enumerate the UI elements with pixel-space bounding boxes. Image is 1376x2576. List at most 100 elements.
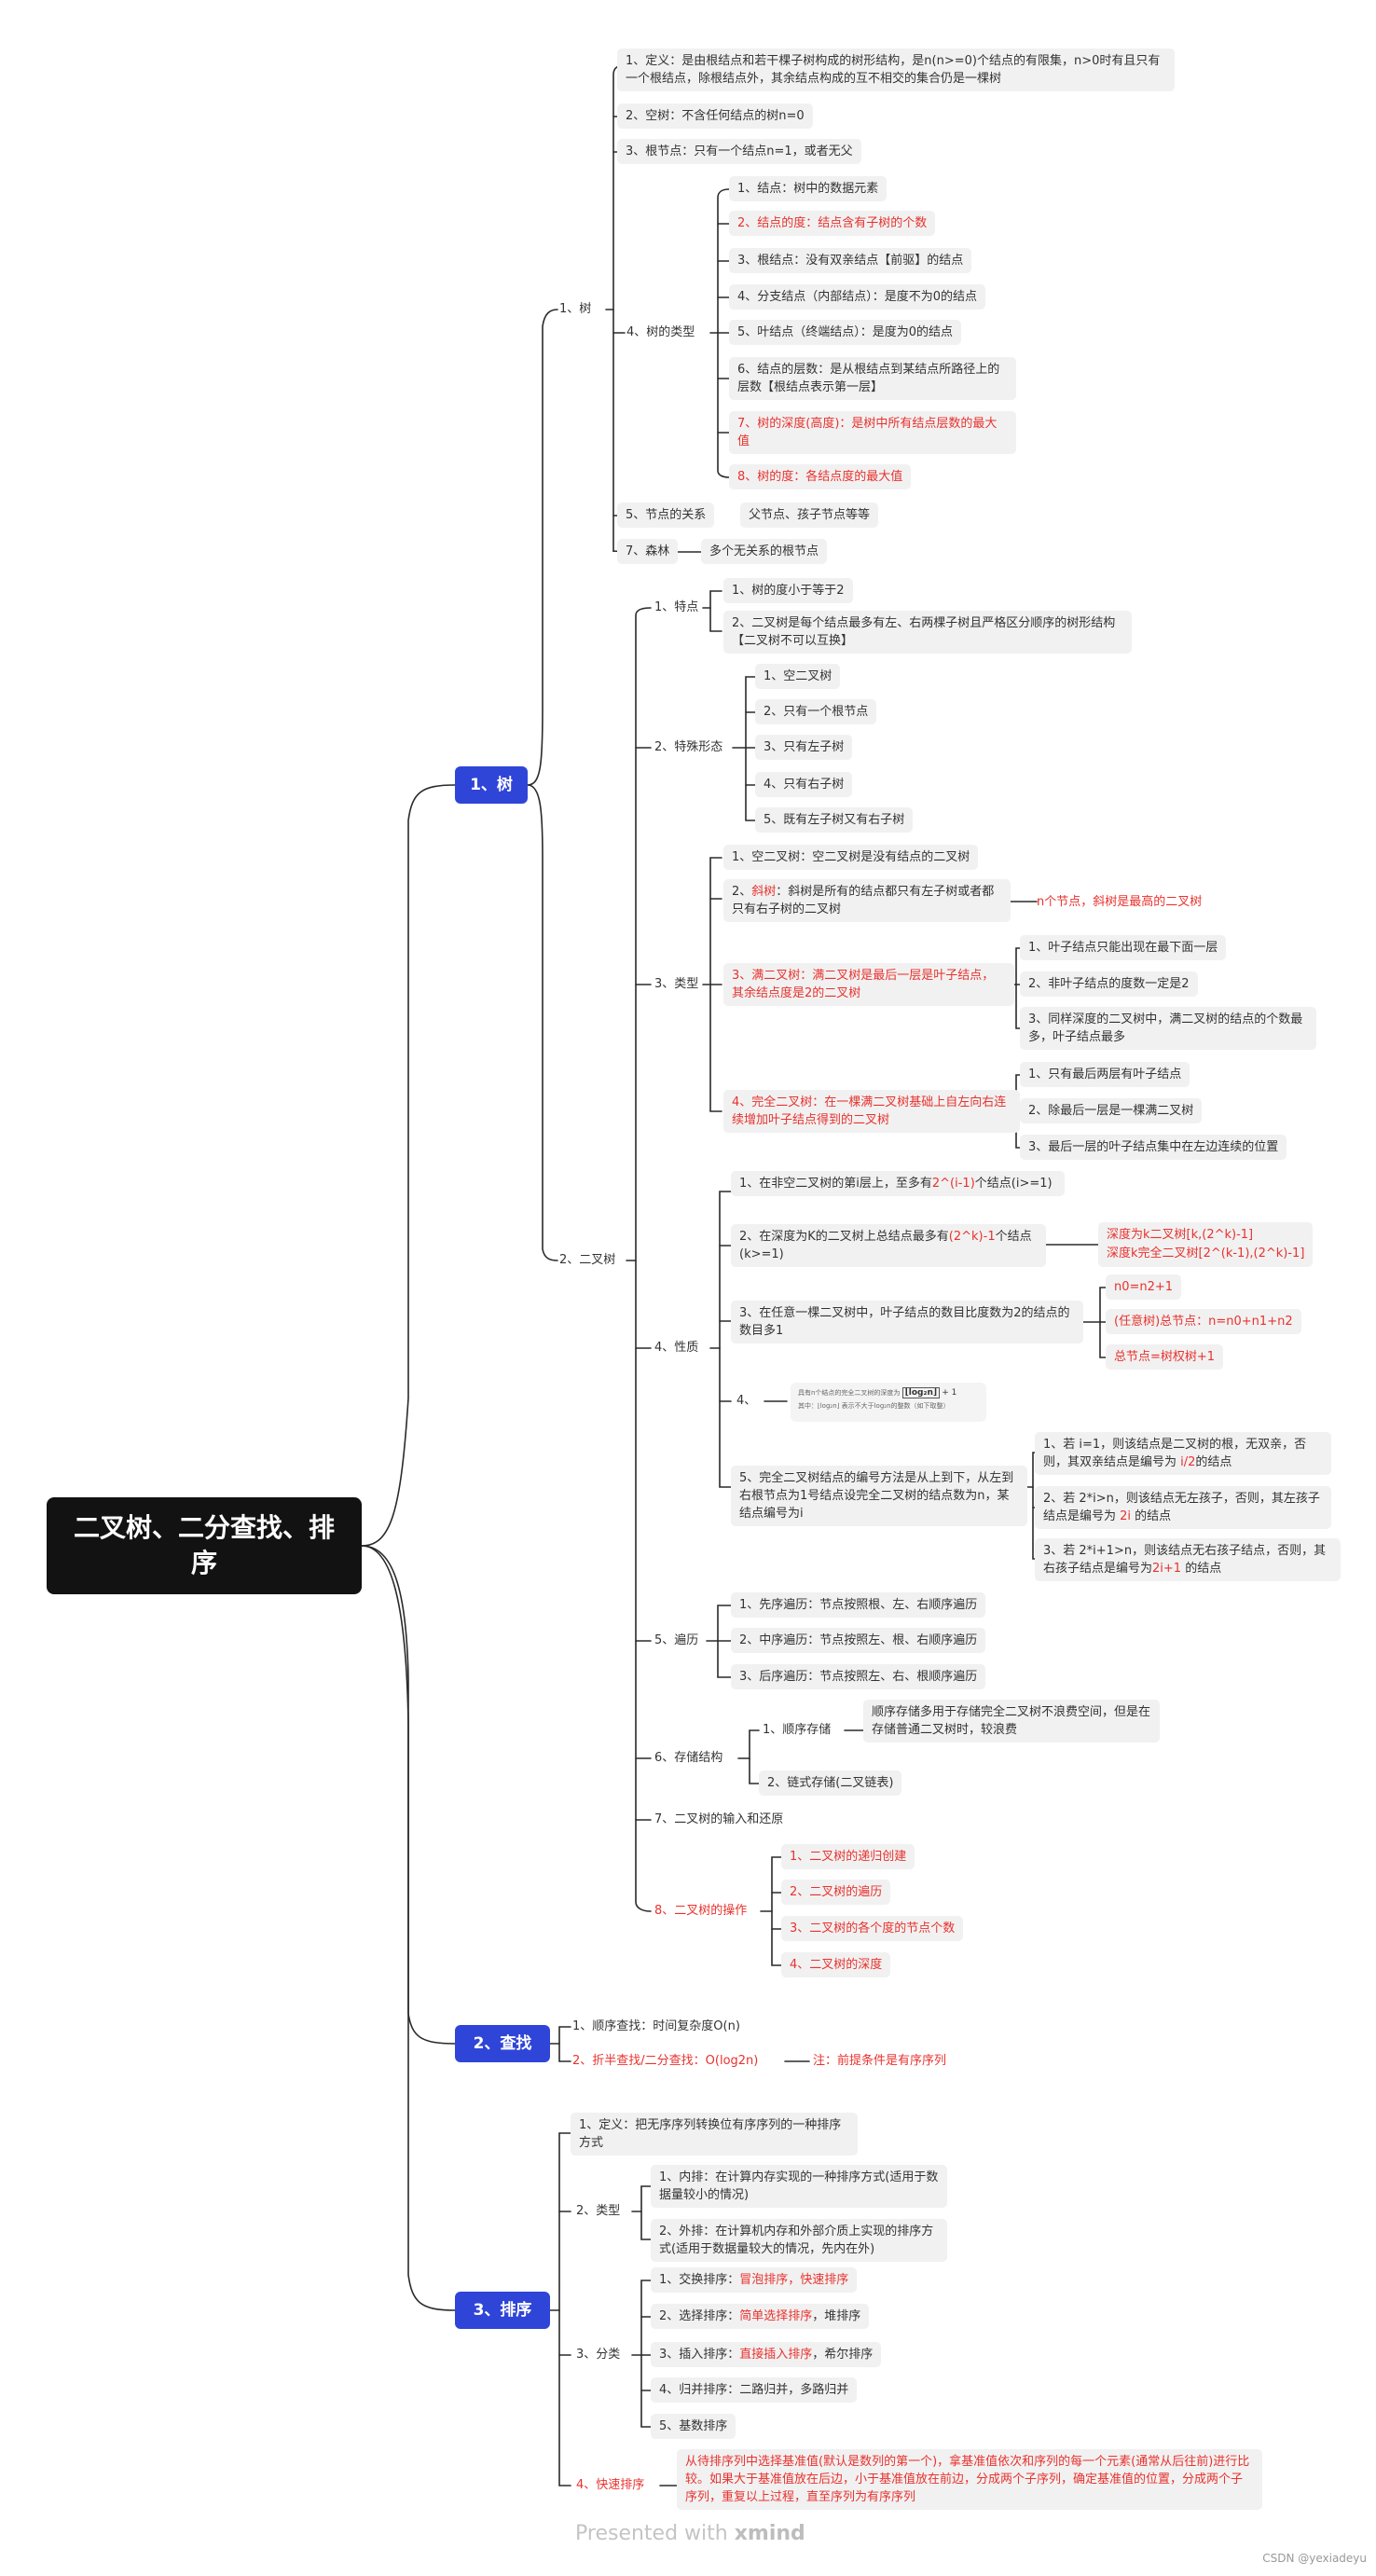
text-prefix: 1、在非空二叉树的第i层上，至多有 <box>739 1177 932 1191</box>
node-full-2[interactable]: 2、非叶子结点的度数一定是2 <box>1020 971 1198 997</box>
node-bt-type-1[interactable]: 1、空二叉树：空二叉树是没有结点的二叉树 <box>723 845 979 870</box>
node-prop-5[interactable]: 5、完全二叉树结点的编号方法是从上到下，从左到右根节点为1号结点设完全二叉树的结… <box>731 1466 1027 1526</box>
node-search-seq[interactable]: 1、顺序查找：时间复杂度O(n) <box>572 2019 740 2033</box>
node-tree-relation-note[interactable]: 父节点、孩子节点等等 <box>740 503 879 528</box>
node-storage-linked[interactable]: 2、链式存储(二叉链表) <box>759 1770 902 1796</box>
node-bt-special-5[interactable]: 5、既有左子树又有右子树 <box>755 807 914 833</box>
topic-tree[interactable]: 1、树 <box>455 766 528 804</box>
node-full-3[interactable]: 3、同样深度的二叉树中，满二叉树的结点的个数最多，叶子结点最多 <box>1020 1007 1316 1050</box>
text-rest: 个结点(k>=1) <box>739 1230 1032 1261</box>
node-tree-relation[interactable]: 5、节点的关系 <box>617 503 715 528</box>
node-prop-3-b[interactable]: (任意树)总节点：n=n0+n1+n2 <box>1106 1309 1301 1334</box>
node-sort-class-1[interactable]: 1、交换排序：冒泡排序，快速排序 <box>651 2267 858 2293</box>
node-bt-type-2-note[interactable]: n个节点，斜树是最高的二叉树 <box>1037 895 1203 909</box>
node-tree-def[interactable]: 1、定义：是由根结点和若干棵子树构成的树形结构，是n(n>=0)个结点的有限集，… <box>617 48 1175 91</box>
node-prop-5-2[interactable]: 2、若 2*i>n，则该结点无左孩子，否则，其左孩子结点是编号为 2i 的结点 <box>1035 1486 1331 1529</box>
node-quick-sort-desc[interactable]: 从待排序列中选择基准值(默认是数列的第一个)，拿基准值依次和序列的每一个元素(通… <box>677 2449 1262 2510</box>
node-prop-1[interactable]: 1、在非空二叉树的第i层上，至多有2^(i-1)个结点(i>=1) <box>731 1171 1065 1196</box>
watermark-text: Presented with <box>575 2522 735 2545</box>
node-bt-special-3[interactable]: 3、只有左子树 <box>755 735 853 760</box>
node-prop-3[interactable]: 3、在任意一棵二叉树中，叶子结点的数目比度数为2的结点的数目多1 <box>731 1301 1083 1343</box>
node-ops-2[interactable]: 2、二叉树的遍历 <box>781 1880 891 1905</box>
node-bt-special-4[interactable]: 4、只有右子树 <box>755 772 853 797</box>
node-storage-seq[interactable]: 1、顺序存储 <box>763 1723 832 1737</box>
node-tree-root[interactable]: 3、根节点：只有一个结点n=1，或者无父 <box>617 139 861 164</box>
node-tree-type-8[interactable]: 8、树的度：各结点度的最大值 <box>729 464 912 489</box>
node-forest[interactable]: 7、森林 <box>617 539 679 564</box>
node-bt-properties[interactable]: 4、性质 <box>654 1341 699 1355</box>
node-bt-traversal[interactable]: 5、遍历 <box>654 1633 699 1647</box>
node-bt-feature-1[interactable]: 1、树的度小于等于2 <box>723 578 853 603</box>
node-tree-type-2[interactable]: 2、结点的度：结点含有子树的个数 <box>729 211 936 236</box>
node-tree-type-3[interactable]: 3、根结点：没有双亲结点【前驱】的结点 <box>729 248 972 273</box>
node-bt-types[interactable]: 3、类型 <box>654 977 699 991</box>
text-red: 2^(i-1) <box>931 1177 975 1191</box>
text-red: (2^k)-1 <box>948 1230 996 1244</box>
node-tree-type-7[interactable]: 7、树的深度(高度)：是树中所有结点层数的最大值 <box>729 411 1016 454</box>
node-tree-type-6[interactable]: 6、结点的层数：是从根结点到某结点所路径上的层数【根结点表示第一层】 <box>729 357 1016 400</box>
node-tree-basic[interactable]: 1、树 <box>559 302 592 316</box>
node-traversal-1[interactable]: 1、先序遍历：节点按照根、左、右顺序遍历 <box>731 1592 986 1618</box>
node-bt-type-2[interactable]: 2、斜树：斜树是所有的结点都只有左子树或者都只有右子树的二叉树 <box>723 879 1011 922</box>
node-sort-class-4[interactable]: 4、归并排序：二路归并，多路归并 <box>651 2377 858 2403</box>
node-bt-io[interactable]: 7、二叉树的输入和还原 <box>654 1812 784 1826</box>
topic-sort[interactable]: 3、排序 <box>455 2292 550 2329</box>
node-search-binary[interactable]: 2、折半查找/二分查找：O(log2n) <box>572 2054 759 2068</box>
text-red: 简单选择排序 <box>739 2309 813 2323</box>
node-complete-3[interactable]: 3、最后一层的叶子结点集中在左边连续的位置 <box>1020 1135 1287 1160</box>
node-ops-4[interactable]: 4、二叉树的深度 <box>781 1952 891 1977</box>
node-sort-class-2[interactable]: 2、选择排序：简单选择排序，堆排序 <box>651 2304 870 2329</box>
node-sort-type-2[interactable]: 2、外排：在计算机内存和外部介质上实现的排序方式(适用于数据量较大的情况，先内在… <box>651 2219 947 2262</box>
node-bt-type-3[interactable]: 3、满二叉树：满二叉树是最后一层是叶子结点，其余结点度是2的二叉树 <box>723 963 1014 1006</box>
node-sort-class[interactable]: 3、分类 <box>576 2348 621 2362</box>
node-ops-1[interactable]: 1、二叉树的递归创建 <box>781 1844 915 1869</box>
node-bt-ops[interactable]: 8、二叉树的操作 <box>654 1904 748 1918</box>
node-sort-types[interactable]: 2、类型 <box>576 2204 621 2218</box>
node-traversal-3[interactable]: 3、后序遍历：节点按照左、右、根顺序遍历 <box>731 1664 986 1689</box>
node-forest-note[interactable]: 多个无关系的根节点 <box>701 539 828 564</box>
formula-floor: ⌊log₂n⌋ <box>901 1387 940 1398</box>
node-complete-1[interactable]: 1、只有最后两层有叶子结点 <box>1020 1062 1190 1087</box>
text-red: 冒泡排序，快速排序 <box>739 2273 849 2287</box>
node-bt-feature[interactable]: 1、特点 <box>654 600 699 614</box>
node-sort-class-5[interactable]: 5、基数排序 <box>651 2414 736 2439</box>
node-bt-special-2[interactable]: 2、只有一个根节点 <box>755 699 877 724</box>
formula-hint: 其中：⌊log₂n⌋ 表示不大于log₂n的整数（如下取整） <box>798 1402 950 1410</box>
node-ops-3[interactable]: 3、二叉树的各个度的节点个数 <box>781 1916 964 1941</box>
node-prop-4[interactable]: 4、 <box>736 1394 757 1408</box>
node-tree-types[interactable]: 4、树的类型 <box>626 325 695 339</box>
node-prop-5-1[interactable]: 1、若 i=1，则该结点是二叉树的根，无双亲，否则，其双亲结点是编号为 i/2的… <box>1035 1432 1331 1475</box>
text-rest: 的结点 <box>1181 1562 1222 1576</box>
node-bt-feature-2[interactable]: 2、二叉树是每个结点最多有左、右两棵子树且严格区分顺序的树形结构【二叉树不可以互… <box>723 611 1132 654</box>
node-sort-def[interactable]: 1、定义：把无序序列转换位有序序列的一种排序方式 <box>571 2113 858 2156</box>
node-sort-class-3[interactable]: 3、插入排序：直接插入排序，希尔排序 <box>651 2342 882 2367</box>
node-search-note[interactable]: 注：前提条件是有序序列 <box>813 2054 947 2068</box>
node-bt-special[interactable]: 2、特殊形态 <box>654 740 723 754</box>
node-traversal-2[interactable]: 2、中序遍历：节点按照左、根、右顺序遍历 <box>731 1628 986 1653</box>
root-topic[interactable]: 二叉树、二分查找、排序 <box>47 1497 362 1594</box>
node-prop-2[interactable]: 2、在深度为K的二叉树上总结点最多有(2^k)-1个结点(k>=1) <box>731 1224 1046 1267</box>
node-binary-tree[interactable]: 2、二叉树 <box>559 1253 616 1267</box>
node-full-1[interactable]: 1、叶子结点只能出现在最下面一层 <box>1020 935 1227 960</box>
node-tree-type-1[interactable]: 1、结点：树中的数据元素 <box>729 176 888 201</box>
node-bt-special-1[interactable]: 1、空二叉树 <box>755 664 841 689</box>
node-prop-2-note[interactable]: 深度为k二叉树[k,(2^k)-1]深度k完全二叉树[2^(k-1),(2^k)… <box>1098 1222 1314 1267</box>
node-complete-2[interactable]: 2、除最后一层是一棵满二叉树 <box>1020 1098 1203 1123</box>
node-prop-3-a[interactable]: n0=n2+1 <box>1106 1274 1182 1300</box>
node-tree-type-4[interactable]: 4、分支结点（内部结点）：是度不为0的结点 <box>729 284 986 310</box>
node-tree-type-5[interactable]: 5、叶结点（终端结点）：是度为0的结点 <box>729 320 962 345</box>
text-prefix: 3、插入排序： <box>659 2348 740 2362</box>
node-storage-seq-note[interactable]: 顺序存储多用于存储完全二叉树不浪费空间，但是在存储普通二叉树时，较浪费 <box>863 1700 1160 1743</box>
formula-text: 具有n个结点的完全二叉树的深度为 <box>798 1389 901 1397</box>
node-tree-empty[interactable]: 2、空树：不含任何结点的树n=0 <box>617 103 813 129</box>
node-quick-sort[interactable]: 4、快速排序 <box>576 2478 645 2492</box>
node-prop-3-c[interactable]: 总节点=树权树+1 <box>1106 1344 1224 1370</box>
connector-root-search <box>361 1545 456 2045</box>
text-prefix: 3、若 2*i+1>n，则该结点无右孩子结点，否则，其右孩子结点是编号为 <box>1043 1544 1327 1576</box>
node-prop-5-3[interactable]: 3、若 2*i+1>n，则该结点无右孩子结点，否则，其右孩子结点是编号为2i+1… <box>1035 1538 1341 1581</box>
node-bt-type-4[interactable]: 4、完全二叉树：在一棵满二叉树基础上自左向右连续增加叶子结点得到的二叉树 <box>723 1090 1020 1133</box>
topic-search[interactable]: 2、查找 <box>455 2025 550 2062</box>
text-rest: ：斜树是所有的结点都只有左子树或者都只有右子树的二叉树 <box>732 885 995 916</box>
node-sort-type-1[interactable]: 1、内排：在计算内存实现的一种排序方式(适用于数据量较小的情况) <box>651 2165 947 2208</box>
node-bt-storage[interactable]: 6、存储结构 <box>654 1751 723 1765</box>
